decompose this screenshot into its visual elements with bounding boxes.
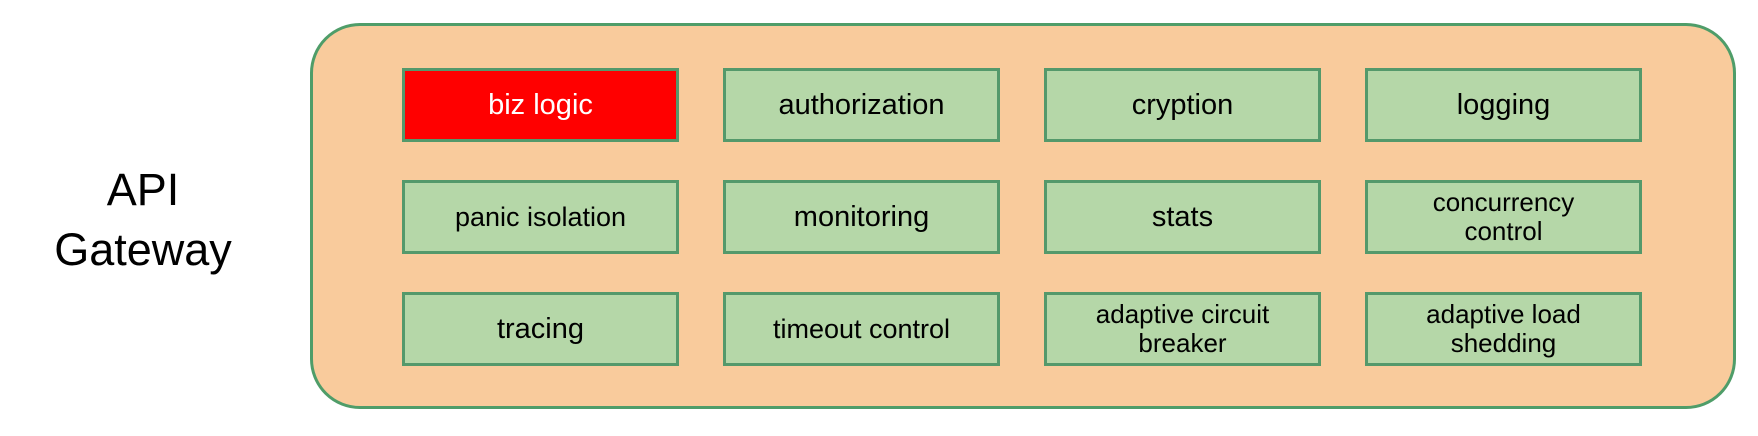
- box-label: monitoring: [793, 200, 930, 233]
- box-monitoring: monitoring: [723, 180, 1000, 254]
- box-label: concurrency control: [1432, 186, 1575, 246]
- box-logging: logging: [1365, 68, 1642, 142]
- box-authorization: authorization: [723, 68, 1000, 142]
- box-label: timeout control: [772, 313, 951, 344]
- box-label: biz logic: [488, 88, 593, 121]
- box-tracing: tracing: [402, 292, 679, 366]
- box-timeout-control: timeout control: [723, 292, 1000, 366]
- box-panic-isolation: panic isolation: [402, 180, 679, 254]
- box-cryption: cryption: [1044, 68, 1321, 142]
- box-label: logging: [1456, 88, 1551, 121]
- box-biz-logic: biz logic: [402, 68, 679, 142]
- box-label: authorization: [778, 88, 945, 121]
- box-label: adaptive load shedding: [1426, 298, 1581, 358]
- box-stats: stats: [1044, 180, 1321, 254]
- gateway-grid: biz logic authorization cryption logging pan…: [313, 26, 1733, 406]
- box-label: panic isolation: [454, 201, 627, 232]
- box-label: cryption: [1131, 88, 1234, 121]
- box-label: tracing: [496, 312, 585, 345]
- box-adaptive-circuit-breaker: adaptive circuit breaker: [1044, 292, 1321, 366]
- api-gateway-container: biz logic authorization cryption logging pan…: [310, 23, 1736, 409]
- box-concurrency-control: concurrency control: [1365, 180, 1642, 254]
- api-gateway-label: API Gateway: [54, 164, 232, 275]
- box-adaptive-load-shedding: adaptive load shedding: [1365, 292, 1642, 366]
- box-label: stats: [1151, 200, 1214, 233]
- box-label: adaptive circuit breaker: [1095, 298, 1270, 358]
